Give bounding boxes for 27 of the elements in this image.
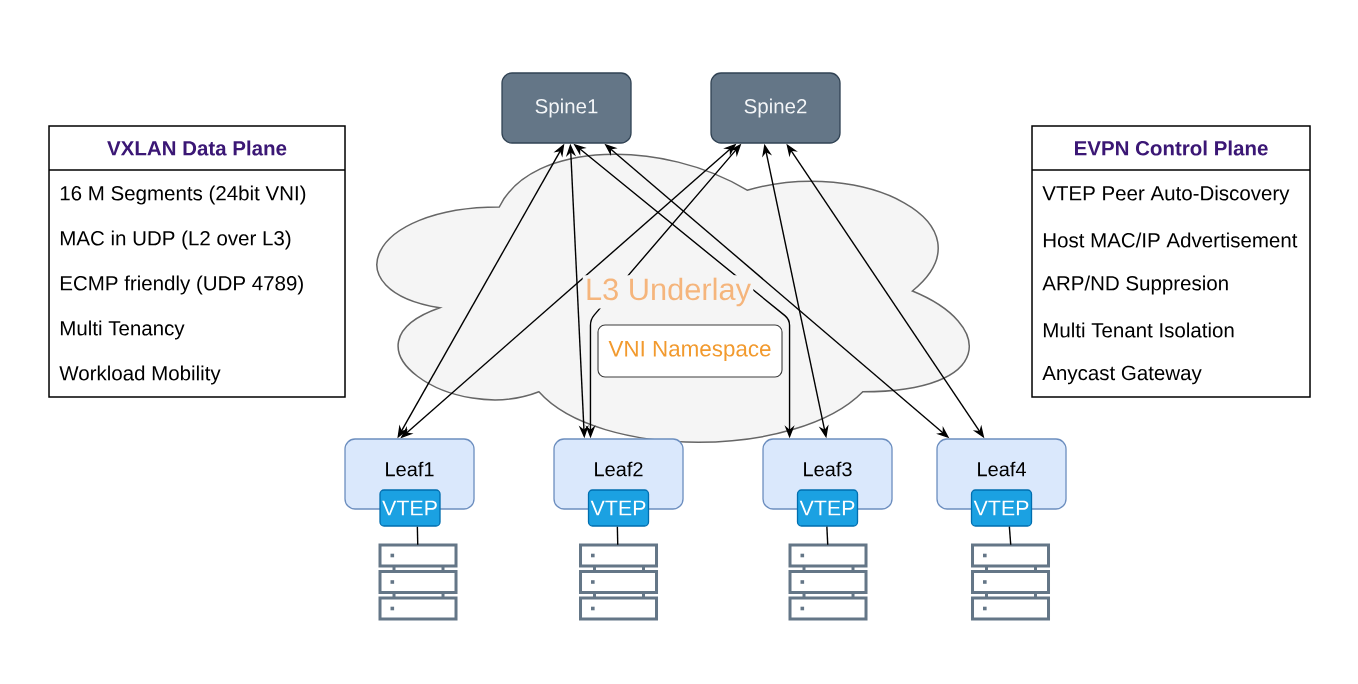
namespace-box: VNI Namespace <box>597 324 783 378</box>
vtep-box: VTEP <box>587 489 650 527</box>
list-item: Multi Tenancy <box>60 320 185 340</box>
vtep-box: VTEP <box>970 489 1033 527</box>
spine-box: Spine1 <box>501 72 632 144</box>
list-item: Host MAC/IP Advertisement <box>1043 232 1298 248</box>
list-item: ECMP friendly (UDP 4789) <box>60 275 303 295</box>
vtep-box: VTEP <box>796 489 859 527</box>
spine-box: Spine2 <box>710 72 841 144</box>
connector-line <box>1008 525 1012 546</box>
list-item: 16 M Segments (24bit VNI) <box>60 185 306 205</box>
server-rack-icon <box>579 543 658 621</box>
list-item: Workload Mobility <box>59 365 221 385</box>
vtep-box: VTEP <box>379 489 441 527</box>
panel-heading: EVPN Control Plane <box>1075 140 1268 156</box>
server-rack-icon <box>378 543 458 621</box>
list-item: Multi Tenant Isolation <box>1043 322 1234 338</box>
connector-line <box>616 525 619 546</box>
connector-line <box>416 525 419 546</box>
server-rack-icon <box>971 543 1050 621</box>
list-item: ARP/ND Suppresion <box>1042 275 1228 295</box>
connector-line <box>826 525 829 546</box>
list-item: MAC in UDP (L2 over L3) <box>60 230 291 250</box>
list-item: VTEP Peer Auto-Discovery <box>1042 185 1290 205</box>
panel-heading: VXLAN Data Plane <box>107 140 287 156</box>
list-item: Anycast Gateway <box>1042 365 1202 385</box>
server-rack-icon <box>788 543 868 621</box>
